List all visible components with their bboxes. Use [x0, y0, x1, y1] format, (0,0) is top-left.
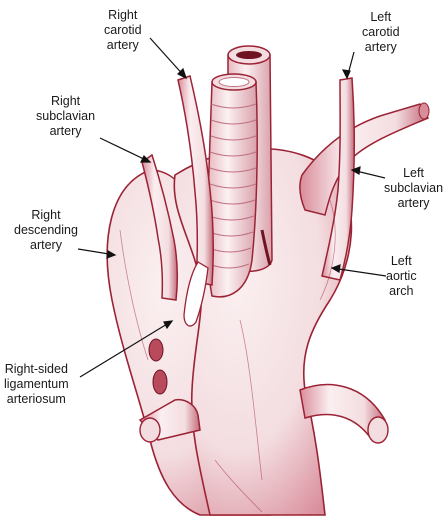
trachea	[208, 82, 258, 297]
right-pulmonary-opening	[368, 417, 388, 443]
esophagus-lumen	[236, 51, 262, 59]
left-subclavian-opening	[419, 103, 429, 119]
label-right-subclavian-artery: Right subclavian artery	[36, 94, 95, 139]
pulmonary-vessel-stub-1	[149, 339, 163, 361]
label-left-carotid-artery: Left carotid artery	[362, 10, 400, 55]
label-right-sided-ligamentum-arteriosum: Right-sided ligamentum arteriosum	[4, 362, 69, 407]
label-left-subclavian-artery: Left subclavian artery	[384, 166, 443, 211]
label-right-carotid-artery: Right carotid artery	[104, 8, 142, 53]
label-right-descending-artery: Right descending artery	[14, 208, 78, 253]
left-pulmonary-opening	[140, 418, 160, 442]
pulmonary-vessel-stub-2	[153, 370, 167, 394]
label-left-aortic-arch: Left aortic arch	[386, 254, 417, 299]
